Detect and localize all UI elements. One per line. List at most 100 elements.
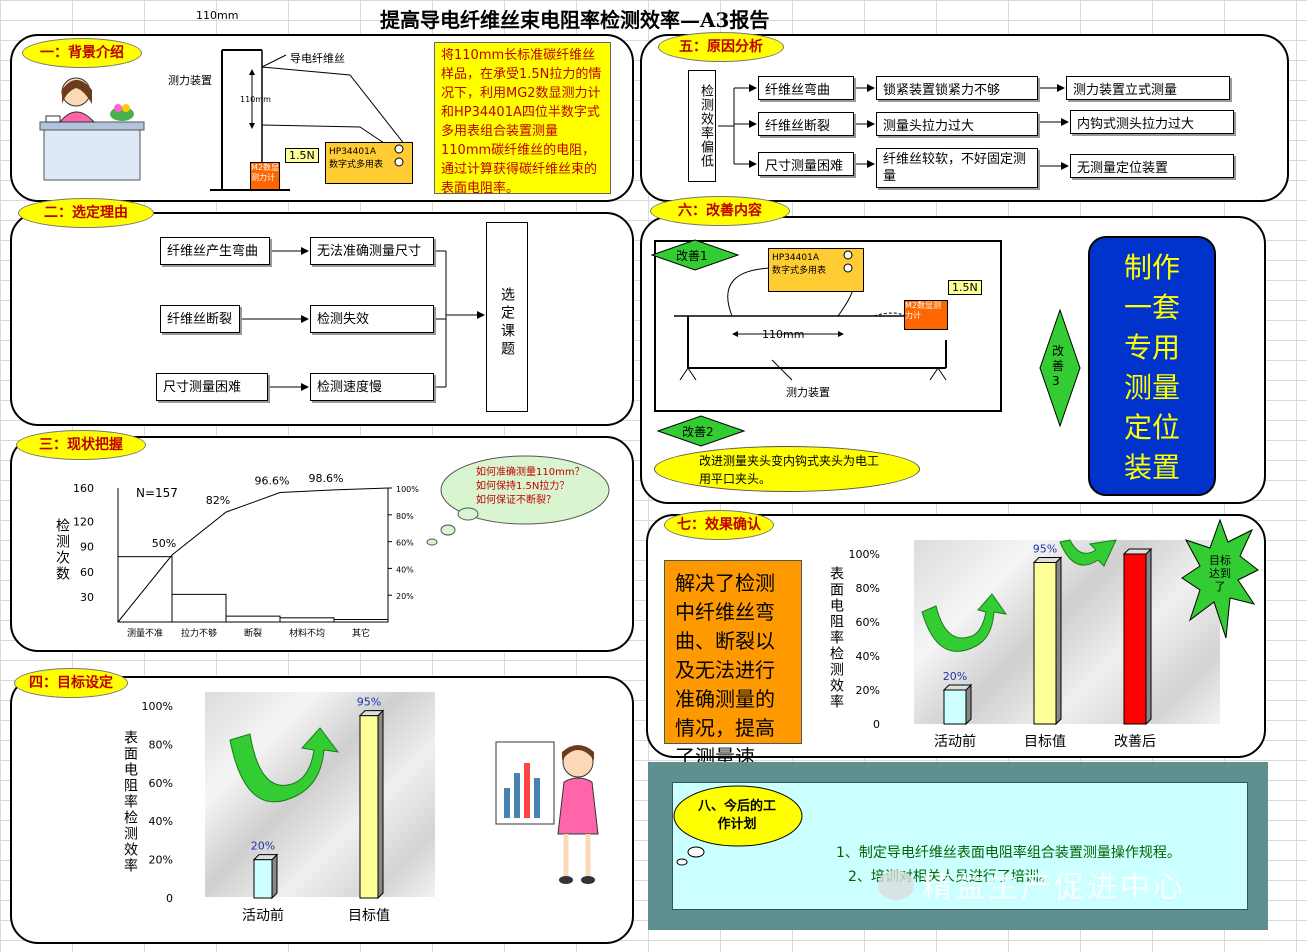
improvement-diagram xyxy=(674,267,947,381)
cause-l1-3: 尺寸测量困难 xyxy=(758,152,854,176)
bar-value-label: 95% xyxy=(1033,543,1057,556)
future-plan-tag: 八、今后的工作计划 xyxy=(697,799,776,832)
bar-category-label: 目标值 xyxy=(348,908,390,924)
pareto-cumulative-label: 82% xyxy=(206,494,230,507)
bar-ytick: 60% xyxy=(856,616,880,629)
cause-box-2: 纤维丝断裂 xyxy=(160,305,240,333)
section-tag-cause: 五：原因分析 xyxy=(658,32,784,62)
bar-ytick: 80% xyxy=(856,582,880,595)
bar-side xyxy=(1055,556,1062,726)
section-tag-improve: 六：改善内容 xyxy=(650,196,790,226)
effect-box-3: 检测速度慢 xyxy=(310,373,434,401)
improvement-2-label: 改善2 xyxy=(682,425,714,439)
question-1: 如何准确测量110mm？ xyxy=(476,467,585,478)
pareto-ytick: 120 xyxy=(73,516,94,529)
bar-top xyxy=(252,854,279,861)
bar-ytick: 100% xyxy=(142,700,173,713)
bar-top xyxy=(942,684,973,691)
bar-value-label: 20% xyxy=(251,840,275,853)
improve-gauge-label: 测力装置 xyxy=(786,386,830,399)
bar-ytick: 20% xyxy=(856,684,880,697)
solution-box: 制作一套专用测量定位装置 xyxy=(1088,236,1216,496)
improvement-note: 改进测量夹头变内钩式夹头为电工用平口夹头。 xyxy=(654,446,920,492)
pareto-category-label: 材料不均 xyxy=(289,627,325,639)
improve-length-label: 110mm xyxy=(762,328,805,341)
improve-gauge-box: M2数显测力计 xyxy=(904,300,948,330)
pareto-ytick: 30 xyxy=(80,591,94,604)
cause-l1-2: 纤维丝断裂 xyxy=(758,112,854,136)
bar-ytick: 20% xyxy=(149,854,173,867)
multimeter-name: HP34401A xyxy=(329,147,376,157)
pareto-note: N=157 xyxy=(136,486,178,500)
watermark-logo-icon xyxy=(878,870,914,900)
bar-ytick: 60% xyxy=(149,777,173,790)
improvement-3-diamond xyxy=(1039,308,1081,428)
bar-ytick: 0 xyxy=(166,892,173,905)
pareto-y2tick: 20% xyxy=(396,592,414,601)
pareto-cumulative-label: 98.6% xyxy=(309,472,344,485)
background-text: 将110mm长标准碳纤维丝样品，在承受1.5N拉力的情况下，利用MG2数显测力计… xyxy=(434,42,611,196)
target-reached-text: 目标达到了 xyxy=(1209,554,1231,593)
bar-side xyxy=(965,683,972,726)
pareto-cumulative-line xyxy=(117,487,389,623)
presenter-illustration xyxy=(495,741,599,884)
section-tag-selection: 二：选定理由 xyxy=(18,198,154,228)
pareto-ytick: 160 xyxy=(73,482,94,495)
watermark-text: 精益生产促进中心 xyxy=(922,870,1186,905)
bar xyxy=(943,689,967,725)
improvement-3-label: 改善3 xyxy=(1052,344,1065,388)
improvement-1-label: 改善1 xyxy=(676,249,708,263)
pareto-category-label: 测量不准 xyxy=(127,628,163,639)
bar-ytick: 40% xyxy=(149,815,173,828)
effect-green-arrow-icon xyxy=(921,593,1008,652)
cause-l3-3: 无测量定位装置 xyxy=(1070,154,1234,178)
section-tag-target: 四：目标设定 xyxy=(14,668,128,698)
improvement-1-diamond xyxy=(650,239,740,271)
green-arrow-icon xyxy=(229,727,340,803)
bar-category-label: 活动前 xyxy=(242,907,284,924)
result-box: 选定课题 xyxy=(486,222,528,412)
pareto-cumulative-label: 96.6% xyxy=(255,475,290,488)
target-reached-starburst xyxy=(1181,518,1259,639)
cause-l2-2: 测量头拉力过大 xyxy=(876,112,1038,136)
pareto-cumulative-label: 50% xyxy=(152,537,176,550)
pareto-ytick: 60 xyxy=(80,566,94,579)
cause-l3-1: 测力装置立式测量 xyxy=(1066,76,1230,100)
pareto-category-label: 断裂 xyxy=(244,627,262,639)
improve-force-label: 1.5N xyxy=(948,280,982,295)
dimension-label: 110mm xyxy=(196,9,239,22)
effect-green-arrow-2-icon xyxy=(1059,539,1117,567)
pareto-chart: 30609012016020%40%60%80%100%测量不准拉力不够断裂材料… xyxy=(73,472,419,639)
pareto-ytick: 90 xyxy=(80,541,94,554)
cause-l2-3: 纤维丝较软，不好固定测量 xyxy=(876,148,1038,188)
pareto-category-label: 拉力不够 xyxy=(181,627,217,639)
question-cloud-shape xyxy=(426,455,610,546)
gauge-label: 测力装置 xyxy=(168,74,212,87)
effect-text: 解决了检测中纤维丝弯曲、断裂以及无法进行准确测量的情况，提高了测量速度。 xyxy=(664,560,802,798)
pareto-ylabel: 检测次数 xyxy=(54,518,70,582)
effect-chart: 020%40%60%80%100%20%活动前95%目标值改善后 xyxy=(849,543,1156,751)
bar-ytick: 100% xyxy=(849,548,880,561)
bar-ytick: 0 xyxy=(873,718,880,731)
cause-box-3: 尺寸测量困难 xyxy=(156,373,268,401)
bar-category-label: 目标值 xyxy=(1024,734,1066,750)
bar xyxy=(1033,562,1057,725)
pareto-y2tick: 80% xyxy=(396,512,414,521)
pareto-y2tick: 40% xyxy=(396,565,414,574)
multimeter-desc: 数字式多用表 xyxy=(329,160,384,170)
bar-ytick: 80% xyxy=(149,738,173,751)
section-tag-effect: 七：效果确认 xyxy=(664,510,774,540)
page-title: 提高导电纤维丝束电阻率检测效率—A3报告 xyxy=(380,8,770,32)
section-tag-background: 一：背景介绍 xyxy=(22,38,142,68)
multimeter-terminals xyxy=(394,144,404,167)
improve-multimeter-desc: 数字式多用表 xyxy=(772,266,827,276)
receptionist-illustration xyxy=(39,77,145,181)
cause-l2-1: 锁紧装置锁紧力不够 xyxy=(876,76,1038,100)
pareto-y2tick: 60% xyxy=(396,539,414,548)
target-chart-bg xyxy=(205,692,435,897)
bar-side xyxy=(1145,547,1152,726)
bar-top xyxy=(1032,557,1063,563)
